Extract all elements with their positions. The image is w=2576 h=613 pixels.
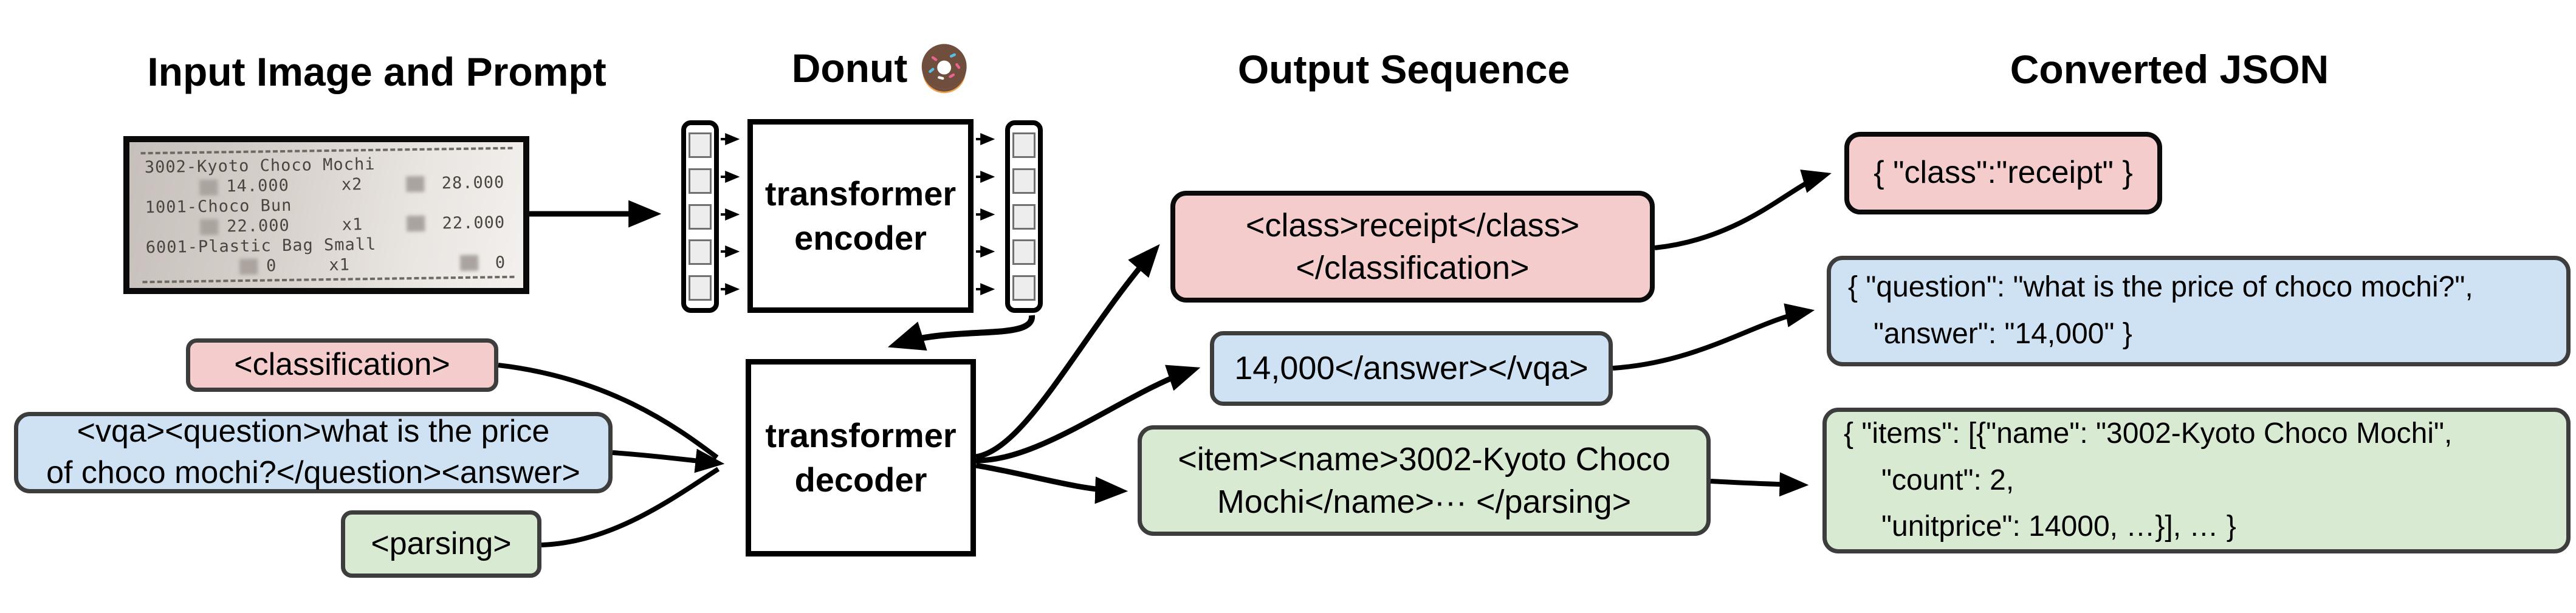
heading-input-label: Input Image and Prompt (147, 49, 606, 94)
receipt-item-price-row: 0 x1 0 (142, 253, 514, 277)
heading-json-label: Converted JSON (2010, 47, 2329, 92)
json-classification-box: { "class":"receipt" } (1844, 132, 2162, 214)
donut-emoji-icon (921, 44, 967, 94)
receipt-divider-bottom (142, 275, 515, 284)
json-vqa-box: { "question": "what is the price of choc… (1827, 256, 2571, 366)
image-patch (689, 239, 712, 265)
embedding-patch (1012, 132, 1036, 158)
receipt-item-name: 6001-Plastic Bag Small (145, 235, 377, 257)
json-parsing-box: { "items": [{"name": "3002-Kyoto Choco M… (1822, 408, 2571, 553)
output-classification-box: <class>receipt</class> </classification> (1170, 191, 1655, 303)
prompt-classification-box: <classification> (186, 338, 498, 392)
heading-donut: Donut (792, 41, 971, 95)
image-patch (689, 204, 712, 230)
embedding-patch (1012, 168, 1036, 194)
heading-output-label: Output Sequence (1237, 47, 1570, 92)
output-embedding-column (1005, 120, 1043, 313)
redaction-blur (407, 216, 425, 232)
receipt-item-price-row: 22.000 x1 22.000 (142, 213, 513, 237)
redaction-blur (199, 179, 218, 196)
image-patch (689, 275, 712, 301)
output-vqa-box: 14,000</answer></vqa> (1210, 331, 1613, 406)
redaction-blur (459, 255, 479, 272)
transformer-decoder-block: transformer decoder (746, 359, 976, 556)
input-patch-column (681, 120, 719, 313)
redaction-blur (200, 219, 219, 236)
receipt-image: 3002-Kyoto Choco Mochi 14.000 x2 28.000 … (123, 136, 529, 294)
redaction-blur (406, 176, 425, 192)
heading-output-sequence: Output Sequence (1238, 46, 1570, 92)
image-patch (689, 132, 712, 158)
heading-input-image-and-prompt: Input Image and Prompt (147, 49, 606, 95)
embedding-patch (1012, 275, 1036, 301)
heading-converted-json: Converted JSON (2010, 46, 2329, 92)
arrow-encoder-to-decoder (887, 315, 1035, 351)
redaction-blur (239, 258, 258, 275)
prompt-parsing-box: <parsing> (341, 510, 541, 578)
arrows-patches-to-encoder (721, 133, 740, 295)
prompt-vqa-box: <vqa><question>what is the price of choc… (14, 412, 613, 493)
receipt-content: 3002-Kyoto Choco Mochi 14.000 x2 28.000 … (140, 145, 515, 286)
embedding-patch (1012, 204, 1036, 230)
embedding-patch (1012, 239, 1036, 265)
receipt-divider-top (140, 146, 513, 155)
transformer-encoder-block: transformer encoder (747, 119, 974, 313)
image-patch (689, 168, 712, 194)
arrows-encoder-to-embeddings (976, 133, 995, 295)
receipt-item-price-row: 14.000 x2 28.000 (141, 173, 513, 197)
output-parsing-box: <item><name>3002-Kyoto Choco Mochi</name… (1138, 425, 1711, 536)
heading-donut-label: Donut (791, 46, 908, 91)
